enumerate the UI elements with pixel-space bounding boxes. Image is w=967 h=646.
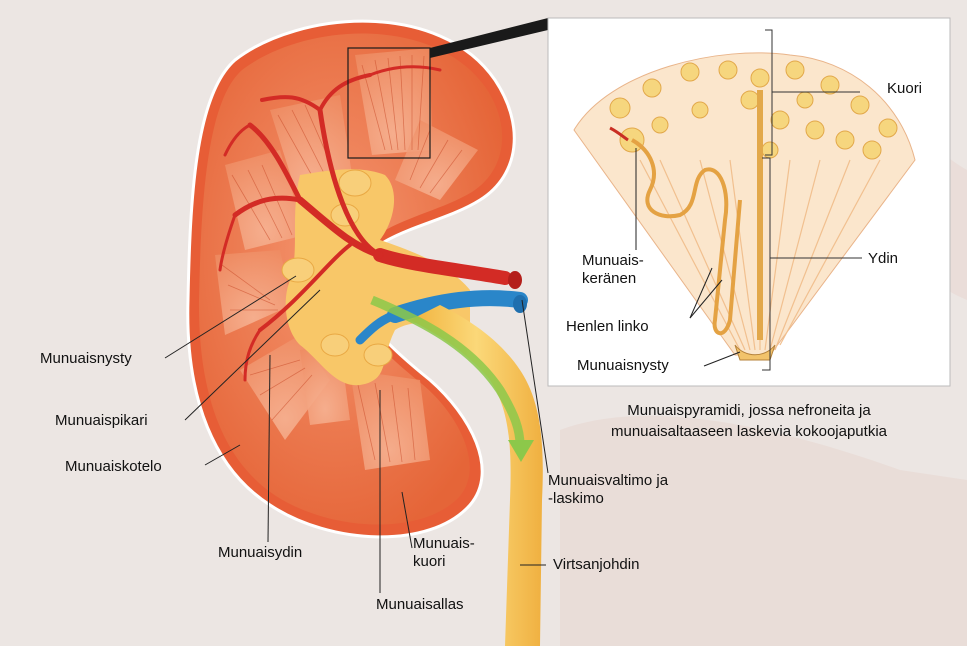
label-munuaisydin: Munuaisydin <box>218 544 302 562</box>
label-kuori: Kuori <box>887 80 922 98</box>
label-virtsanjohdin: Virtsanjohdin <box>553 556 639 574</box>
inset-caption: Munuaispyramidi, jossa nefroneita ja mun… <box>548 400 950 442</box>
label-munuaiskotelo: Munuaiskotelo <box>65 458 162 476</box>
vein-cut-end <box>513 295 527 313</box>
label-munuaisnysty: Munuaisnysty <box>40 350 132 368</box>
label-munuaiskuori: Munuais- kuori <box>413 535 475 571</box>
label-munuaisallas: Munuaisallas <box>376 596 464 614</box>
artery-cut-end <box>508 271 522 289</box>
label-munuaisnysty-inset: Munuaisnysty <box>577 357 669 375</box>
label-ydin: Ydin <box>868 250 898 268</box>
label-munuaiskeranen: Munuais- keränen <box>582 252 644 288</box>
label-munuaispikari: Munuaispikari <box>55 412 148 430</box>
label-munuaisvaltimo: Munuaisvaltimo ja -laskimo <box>548 472 668 508</box>
label-henlen-linko: Henlen linko <box>566 318 649 336</box>
